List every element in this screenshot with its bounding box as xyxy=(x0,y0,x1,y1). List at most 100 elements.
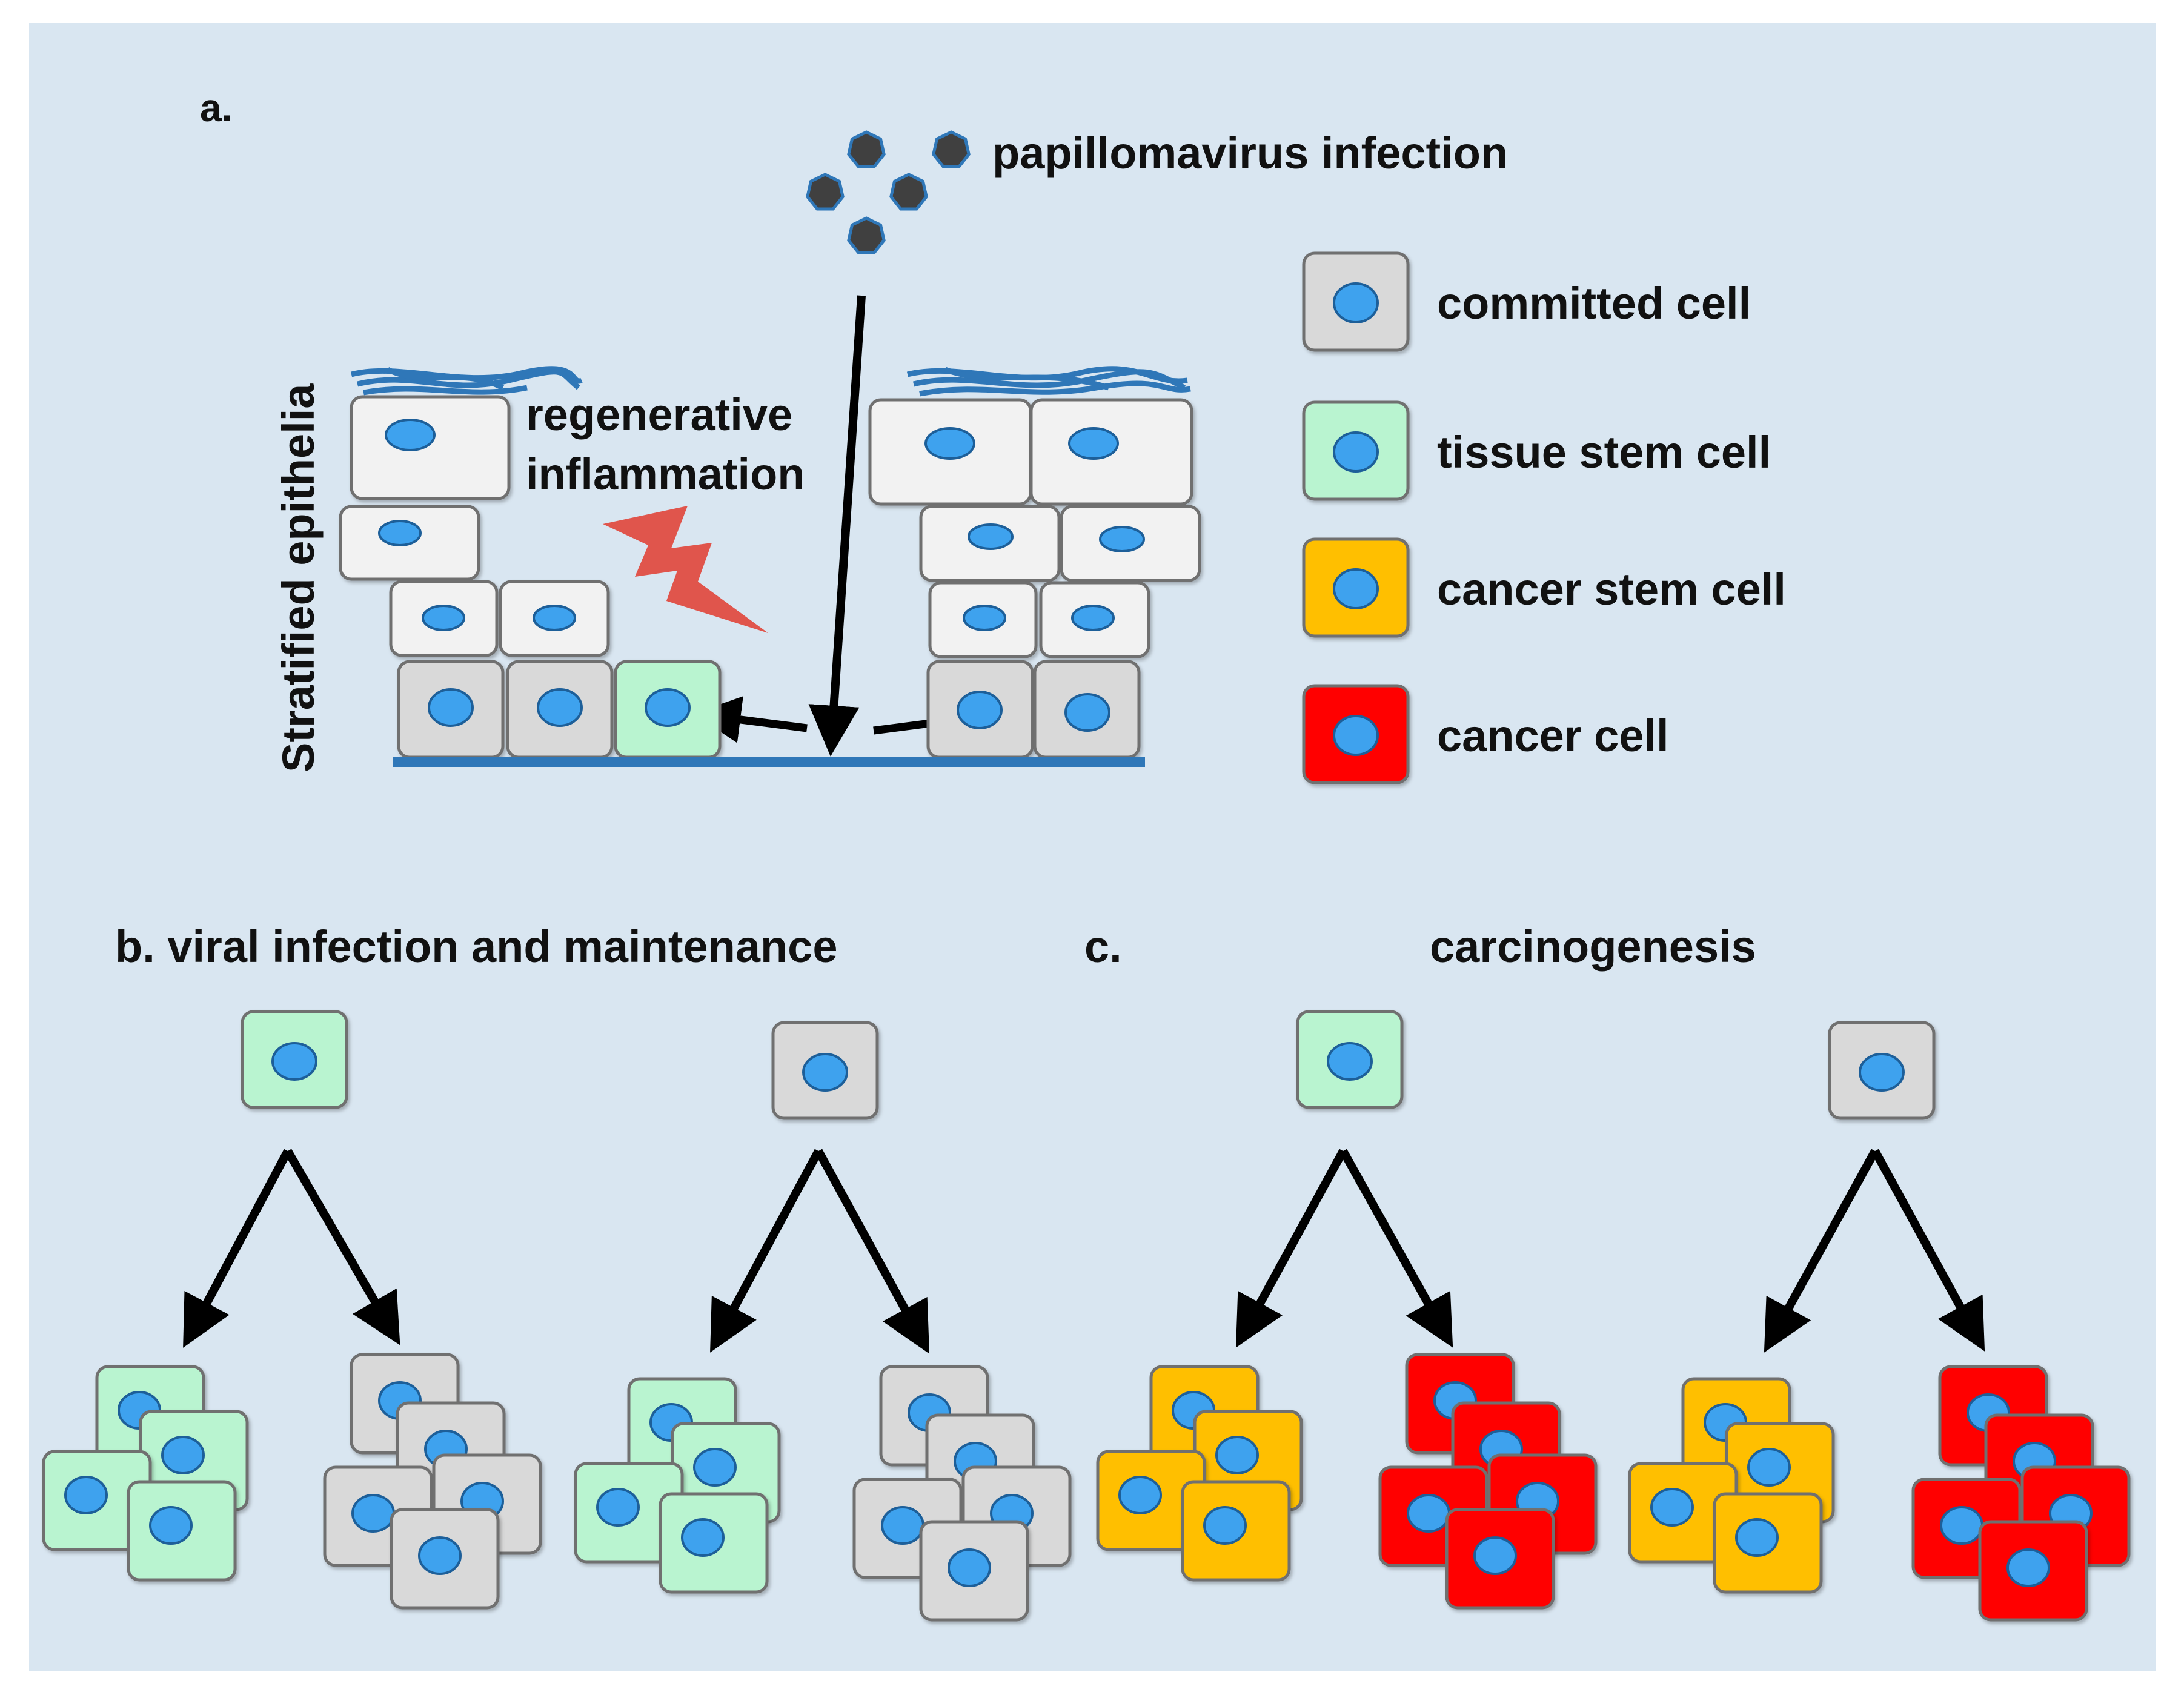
basal-committed-cell xyxy=(506,660,614,759)
lineage-tree-b xyxy=(574,1021,1072,1622)
nucleus xyxy=(1333,568,1379,609)
basal-committed-cell xyxy=(1033,660,1141,759)
nucleus xyxy=(351,1494,395,1533)
nucleus xyxy=(1333,715,1379,756)
basal-committed-cell xyxy=(926,660,1034,759)
cluster-cell xyxy=(1628,1462,1738,1564)
nucleus xyxy=(924,427,975,460)
lineage-arrow-left xyxy=(710,1149,823,1353)
upper-cell xyxy=(868,398,1032,506)
nucleus xyxy=(418,1536,462,1575)
cluster-cell xyxy=(1713,1492,1823,1594)
panel-b-title: b. viral infection and maintenance xyxy=(115,921,838,972)
nucleus xyxy=(1859,1053,1905,1092)
nucleus xyxy=(963,605,1006,631)
nucleus xyxy=(881,1506,924,1545)
upper-cell xyxy=(499,580,610,657)
inflammation-lightning-icon xyxy=(603,506,768,633)
nucleus xyxy=(1650,1488,1694,1527)
nucleus xyxy=(1747,1448,1791,1487)
nucleus xyxy=(1071,605,1115,631)
nucleus xyxy=(645,688,691,727)
keratin-fibers-right xyxy=(906,366,1191,397)
nucleus xyxy=(968,523,1014,550)
legend-label: cancer cell xyxy=(1437,711,1669,761)
nucleus xyxy=(149,1506,193,1545)
upper-cell xyxy=(350,395,511,500)
upper-cell xyxy=(1029,398,1193,506)
basal-committed-cell xyxy=(397,660,505,759)
nucleus xyxy=(64,1476,108,1514)
legend-swatch xyxy=(1302,400,1410,501)
parent-cell xyxy=(771,1021,879,1120)
lineage-arrow-right xyxy=(284,1149,400,1345)
legend-swatch xyxy=(1302,684,1410,784)
nucleus xyxy=(802,1053,848,1092)
legend-label: tissue stem cell xyxy=(1437,427,1771,477)
lineage-arrow-left xyxy=(1235,1149,1347,1348)
nucleus xyxy=(271,1042,317,1081)
stratified-epithelium xyxy=(339,395,1201,759)
upper-cell xyxy=(919,505,1061,582)
legend-item: cancer stem cell xyxy=(1302,537,1786,638)
progeny-cluster-right xyxy=(323,1353,542,1610)
nucleus xyxy=(1099,526,1145,552)
nucleus xyxy=(1473,1536,1517,1575)
nucleus xyxy=(2006,1548,2050,1587)
basal-tissue-stem-cell xyxy=(614,660,722,759)
papillomavirus-particles xyxy=(806,130,971,254)
virus-particle-icon xyxy=(847,216,886,254)
tissue-label: Stratified epithelia xyxy=(273,383,324,772)
lineage-tree-c xyxy=(1096,1010,1598,1610)
keratin-fibers-left xyxy=(350,366,583,396)
lineage-arrow-right xyxy=(1339,1149,1453,1348)
virus-particle-icon xyxy=(847,130,886,168)
progeny-cluster-right xyxy=(1378,1353,1598,1610)
nucleus xyxy=(1735,1518,1779,1557)
legend-item: committed cell xyxy=(1302,251,1751,352)
nucleus xyxy=(422,605,465,631)
cluster-cell xyxy=(919,1520,1029,1622)
lineage-arrow-left xyxy=(1764,1149,1879,1353)
nucleus xyxy=(1333,282,1379,323)
inflammation-label-line1: regenerative xyxy=(526,390,792,440)
legend-label: committed cell xyxy=(1437,278,1751,328)
nucleus xyxy=(1118,1476,1162,1514)
nucleus xyxy=(161,1436,205,1474)
nucleus xyxy=(428,688,474,727)
nucleus xyxy=(533,605,576,631)
legend-item: cancer cell xyxy=(1302,684,1669,784)
nucleus xyxy=(948,1548,991,1587)
inflammation-label-line2: inflammation xyxy=(526,449,805,499)
upper-cell xyxy=(389,580,499,657)
nucleus xyxy=(1327,1042,1373,1081)
progeny-cluster-right xyxy=(852,1365,1072,1622)
legend-label: cancer stem cell xyxy=(1437,564,1786,614)
legend-swatch xyxy=(1302,537,1410,638)
progeny-cluster-right xyxy=(1911,1365,2131,1622)
parent-cell xyxy=(241,1010,348,1109)
progeny-cluster-left xyxy=(574,1377,781,1594)
progeny-cluster-left xyxy=(42,1365,249,1582)
panel-c-label: c. xyxy=(1084,921,1122,972)
virus-label: papillomavirus infection xyxy=(992,128,1508,178)
nucleus xyxy=(596,1488,640,1527)
nucleus xyxy=(1940,1506,1983,1545)
nucleus xyxy=(537,688,583,727)
upper-cell xyxy=(339,505,480,581)
cluster-cell xyxy=(574,1462,684,1564)
cluster-cell xyxy=(1181,1480,1291,1582)
nucleus xyxy=(1333,431,1379,473)
nucleus xyxy=(1215,1436,1259,1474)
lineage-tree-c xyxy=(1628,1021,2131,1622)
lineage-arrow-right xyxy=(1871,1149,1985,1352)
progeny-cluster-left xyxy=(1096,1365,1303,1582)
lineage-tree-b xyxy=(42,1010,542,1610)
nucleus xyxy=(1068,427,1119,460)
legend-swatch xyxy=(1302,251,1410,352)
upper-cell xyxy=(1060,505,1201,582)
nucleus xyxy=(693,1448,737,1487)
virus-particle-icon xyxy=(806,173,845,211)
panel-c-title: carcinogenesis xyxy=(1430,921,1756,972)
